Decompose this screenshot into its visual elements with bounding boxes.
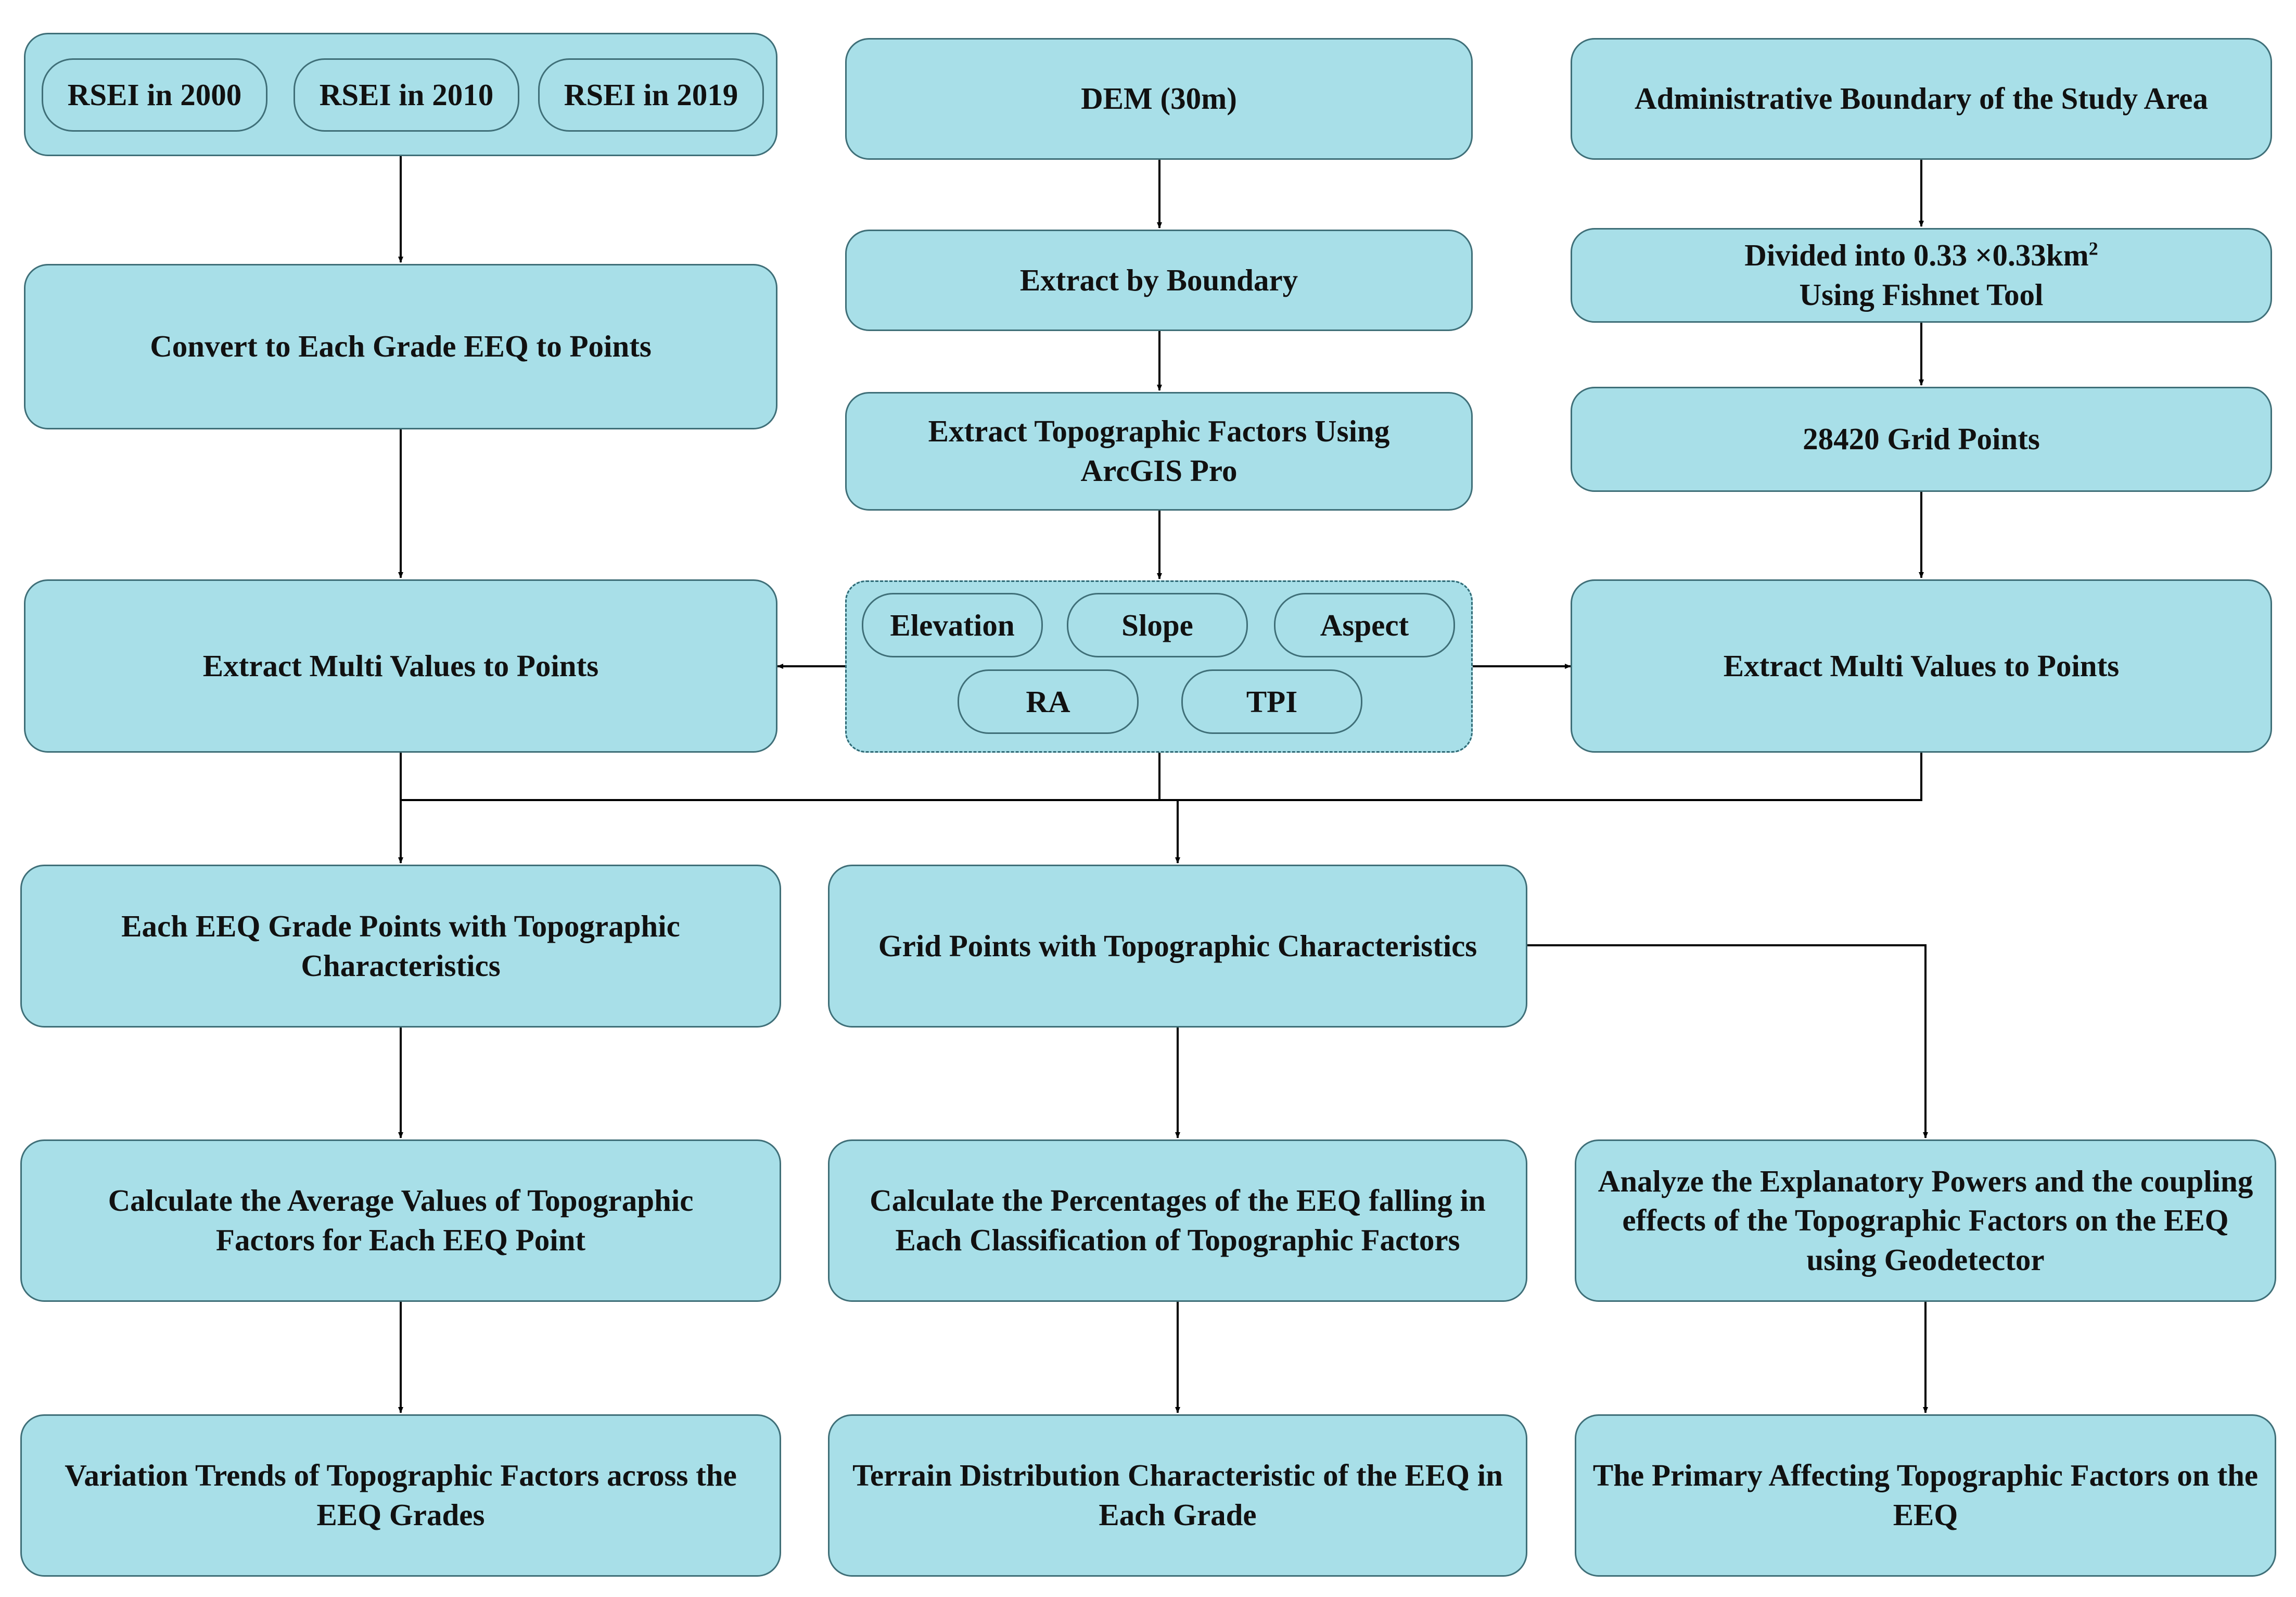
rsei-2010-pill: RSEI in 2010 — [294, 58, 519, 132]
calc-average-label: Calculate the Average Values of Topograp… — [108, 1183, 694, 1257]
terrain-distribution-label: Terrain Distribution Characteristic of t… — [852, 1458, 1503, 1532]
dem-label: DEM (30m) — [1081, 81, 1237, 116]
extract-multi-left-box: Extract Multi Values to Points — [24, 579, 777, 753]
admin-boundary-box: Administrative Boundary of the Study Are… — [1571, 38, 2272, 160]
tpi-label: TPI — [1246, 684, 1298, 719]
terrain-distribution-box: Terrain Distribution Characteristic of t… — [828, 1414, 1527, 1577]
slope-pill: Slope — [1067, 593, 1248, 657]
variation-trends-box: Variation Trends of Topographic Factors … — [20, 1414, 781, 1577]
rsei-2019-pill: RSEI in 2019 — [538, 58, 764, 132]
rsei-2000-pill: RSEI in 2000 — [42, 58, 267, 132]
eeq-grade-points-box: Each EEQ Grade Points with Topographic C… — [20, 865, 781, 1028]
grid-points-count-box: 28420 Grid Points — [1571, 387, 2272, 492]
ra-pill: RA — [958, 669, 1139, 734]
rsei-2010-label: RSEI in 2010 — [319, 78, 494, 112]
grid-points-topo-label: Grid Points with Topographic Characteris… — [878, 928, 1477, 963]
extract-by-boundary-label: Extract by Boundary — [1019, 262, 1298, 297]
admin-boundary-label: Administrative Boundary of the Study Are… — [1635, 81, 2208, 116]
slope-label: Slope — [1121, 607, 1193, 642]
aspect-label: Aspect — [1320, 607, 1409, 642]
grid-points-topo-box: Grid Points with Topographic Characteris… — [828, 865, 1527, 1028]
extract-multi-left-label: Extract Multi Values to Points — [202, 648, 599, 683]
grid-points-count-label: 28420 Grid Points — [1803, 422, 2040, 457]
fishnet-text: Divided into 0.33 ×0.33km2 Using Fishnet… — [1744, 236, 2098, 314]
calc-percentages-label: Calculate the Percentages of the EEQ fal… — [870, 1183, 1486, 1257]
elevation-label: Elevation — [890, 607, 1015, 642]
dem-box: DEM (30m) — [845, 38, 1473, 160]
extract-multi-right-box: Extract Multi Values to Points — [1571, 579, 2272, 753]
calc-average-box: Calculate the Average Values of Topograp… — [20, 1139, 781, 1302]
rsei-2000-label: RSEI in 2000 — [67, 78, 242, 112]
calc-percentages-box: Calculate the Percentages of the EEQ fal… — [828, 1139, 1527, 1302]
fishnet-line1: Divided into 0.33 ×0.33km — [1744, 238, 2089, 273]
analyze-geodetector-label: Analyze the Explanatory Powers and the c… — [1598, 1163, 2253, 1277]
extract-topo-factors-label: Extract Topographic Factors Using ArcGIS… — [928, 414, 1390, 488]
extract-by-boundary-box: Extract by Boundary — [845, 230, 1473, 331]
convert-points-box: Convert to Each Grade EEQ to Points — [24, 264, 777, 429]
arrow-grid-topo-to-geodetector — [1527, 944, 1928, 1138]
tpi-pill: TPI — [1181, 669, 1362, 734]
variation-trends-label: Variation Trends of Topographic Factors … — [65, 1458, 737, 1532]
ra-label: RA — [1026, 684, 1070, 719]
convert-points-label: Convert to Each Grade EEQ to Points — [150, 329, 652, 364]
fishnet-box: Divided into 0.33 ×0.33km2 Using Fishnet… — [1571, 228, 2272, 323]
aspect-pill: Aspect — [1274, 593, 1455, 657]
eeq-grade-points-label: Each EEQ Grade Points with Topographic C… — [121, 908, 680, 983]
rsei-2019-label: RSEI in 2019 — [564, 78, 738, 112]
primary-factors-box: The Primary Affecting Topographic Factor… — [1575, 1414, 2276, 1577]
extract-topo-factors-box: Extract Topographic Factors Using ArcGIS… — [845, 392, 1473, 511]
fishnet-superscript: 2 — [2088, 238, 2098, 259]
fishnet-line2: Using Fishnet Tool — [1799, 277, 2044, 312]
elevation-pill: Elevation — [862, 593, 1043, 657]
primary-factors-label: The Primary Affecting Topographic Factor… — [1592, 1458, 2259, 1532]
extract-multi-right-label: Extract Multi Values to Points — [1723, 648, 2120, 683]
analyze-geodetector-box: Analyze the Explanatory Powers and the c… — [1575, 1139, 2276, 1302]
connector-bus — [400, 753, 1922, 801]
